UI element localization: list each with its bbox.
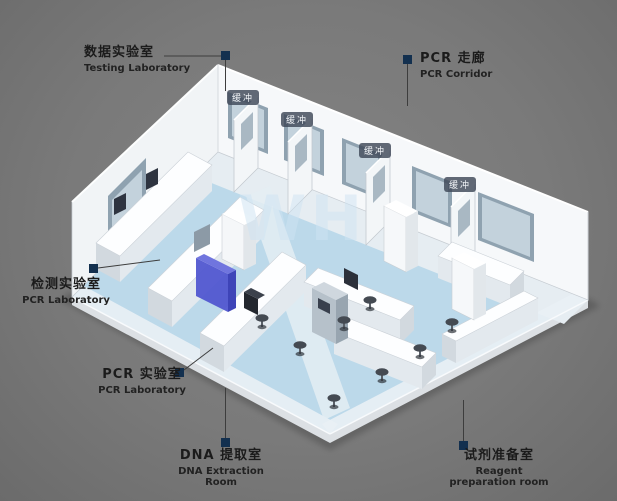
label-zh: 试剂准备室 — [463, 448, 534, 463]
storage-cabinet — [451, 252, 486, 321]
label-en: PCR Corridor — [420, 68, 493, 80]
window — [373, 165, 385, 203]
lab-stool — [375, 368, 389, 384]
callout-marker-square — [175, 368, 184, 377]
callout-marker-square — [459, 441, 468, 450]
callouts — [89, 51, 468, 450]
monitor — [146, 168, 158, 190]
callout-line — [183, 347, 214, 371]
lab-bench — [333, 317, 437, 389]
label-dna-extraction-room: DNA 提取室 DNA Extraction Room — [166, 448, 276, 489]
monitor — [114, 193, 126, 215]
blue-glass-cabinet — [196, 254, 236, 312]
callout-marker-square — [89, 264, 98, 273]
lab-stool — [363, 296, 377, 312]
label-pcr-corridor: PCR 走廊 PCR Corridor — [420, 51, 493, 80]
window — [295, 134, 307, 172]
label-zh: DNA 提取室 — [179, 448, 263, 463]
label-testing-laboratory: 数据实验室 Testing Laboratory — [84, 45, 191, 74]
label-zh: PCR 走廊 — [420, 51, 486, 66]
buffer-room-tag: 缓冲 — [444, 177, 477, 192]
storage-cabinet — [221, 208, 256, 271]
lab-instrument — [244, 292, 258, 315]
callout-line — [97, 259, 161, 269]
buffer-room-tag: 缓冲 — [281, 112, 314, 127]
label-zh: 检测实验室 — [30, 277, 101, 292]
lab-stool — [327, 394, 341, 410]
instrument-cabinet — [312, 282, 348, 344]
label-en: DNA Extraction Room — [178, 465, 264, 489]
lab-stools — [255, 296, 459, 410]
walkway — [246, 186, 350, 420]
storage-cabinet — [383, 200, 418, 273]
lab-stool — [445, 318, 459, 334]
storage-cabinets — [221, 200, 486, 321]
label-en: PCR Laboratory — [22, 294, 110, 306]
buffer-room-tag: 缓冲 — [359, 143, 392, 158]
callout-marker-square — [221, 438, 230, 447]
lab-stool — [413, 344, 427, 360]
label-pcr-laboratory-left: 检测实验室 PCR Laboratory — [20, 277, 112, 306]
label-zh: PCR 实验室 — [102, 367, 182, 382]
lab-bench — [441, 290, 539, 363]
buffer-room-tag: 缓冲 — [227, 90, 260, 105]
lab-stool — [337, 316, 351, 332]
label-en: PCR Laboratory — [98, 384, 186, 396]
window — [458, 199, 470, 237]
label-reagent-preparation-room: 试剂准备室 Reagent preparation room — [443, 448, 555, 489]
callout-marker-square — [221, 51, 230, 60]
label-pcr-laboratory-bottom: PCR 实验室 PCR Laboratory — [96, 367, 188, 396]
lab-stool — [293, 341, 307, 357]
buffer-room-partition — [233, 95, 259, 193]
instrument-screen — [318, 298, 330, 314]
callout-marker-square — [403, 55, 412, 64]
label-en: Testing Laboratory — [84, 62, 191, 74]
window — [241, 112, 253, 150]
label-zh: 数据实验室 — [84, 45, 155, 60]
lab-instrument — [344, 268, 358, 290]
buffer-room-partition — [287, 117, 313, 215]
label-en: Reagent preparation room — [449, 465, 549, 489]
lab-stool — [255, 314, 269, 330]
lab-instrument — [194, 224, 210, 252]
lab-instruments — [114, 168, 358, 315]
